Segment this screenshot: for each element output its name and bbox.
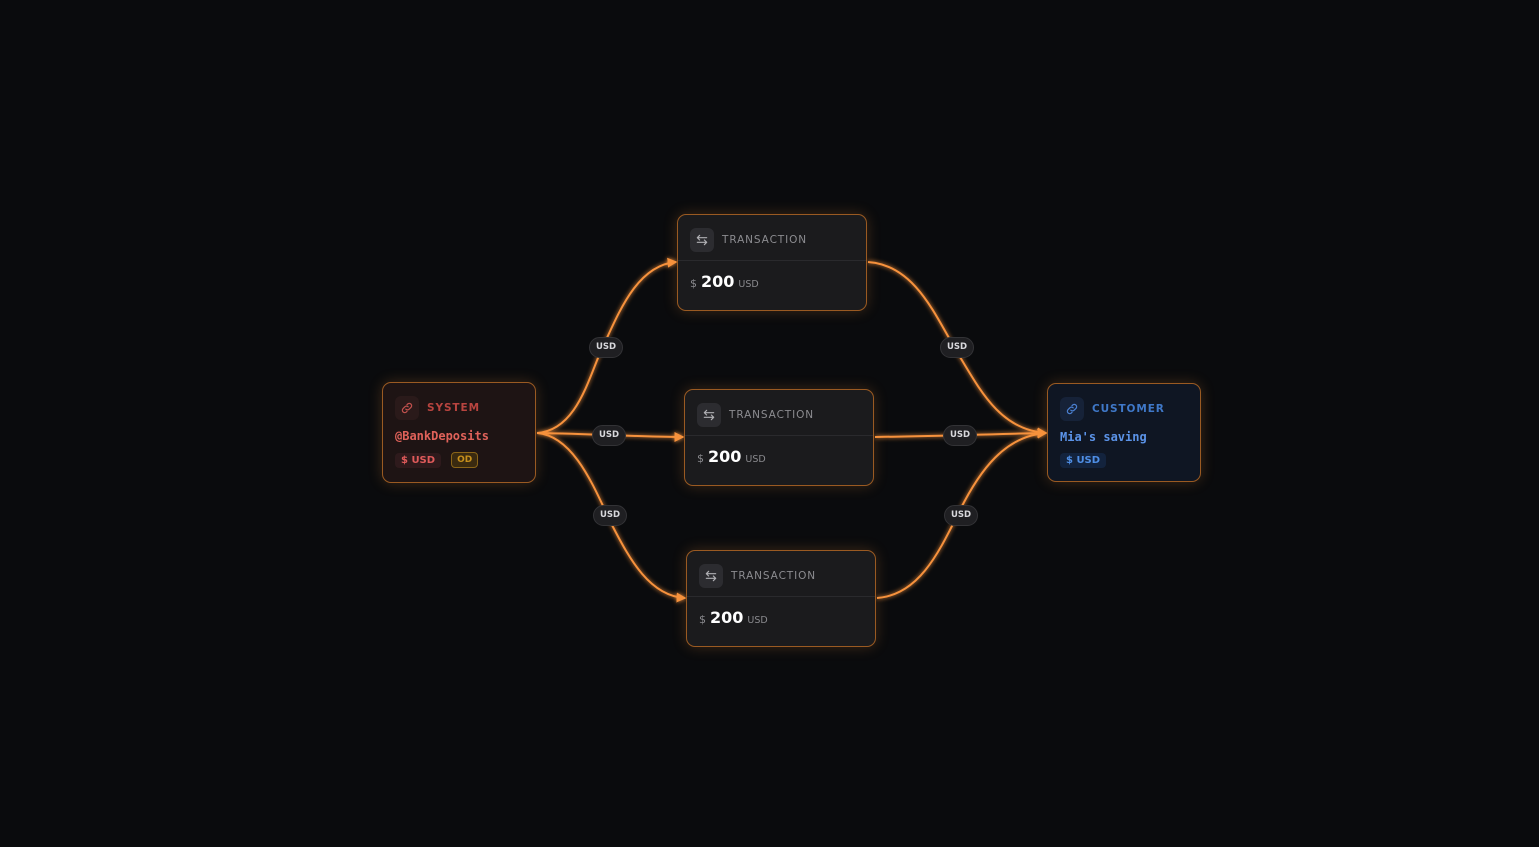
swap-arrows-icon <box>697 403 721 427</box>
swap-arrows-icon <box>699 564 723 588</box>
transaction-unit: USD <box>745 454 766 465</box>
transaction-node-3[interactable]: TRANSACTION $ 200 USD <box>686 550 876 647</box>
transaction-node-1[interactable]: TRANSACTION $ 200 USD <box>677 214 867 311</box>
link-icon <box>395 396 419 420</box>
edge-label-system-tx2[interactable]: USD <box>592 424 626 446</box>
edge-label-tx3-customer[interactable]: USD <box>944 504 978 526</box>
transaction-node-2[interactable]: TRANSACTION $ 200 USD <box>684 389 874 486</box>
customer-account-name: Mia's saving <box>1060 430 1147 444</box>
transaction-title: TRANSACTION <box>722 234 808 246</box>
edge-label-tx2-customer[interactable]: USD <box>943 424 977 446</box>
edge-label-system-tx1[interactable]: USD <box>589 336 623 358</box>
system-account-node[interactable]: SYSTEM @BankDeposits $ USD OD <box>382 382 536 483</box>
currency-symbol: $ <box>697 452 704 465</box>
swap-arrows-icon <box>690 228 714 252</box>
system-account-name: @BankDeposits <box>395 429 489 443</box>
transaction-amount: 200 <box>701 272 735 291</box>
currency-symbol: $ <box>690 277 697 290</box>
system-account-currency: $ USD <box>395 452 442 468</box>
customer-account-node[interactable]: CUSTOMER Mia's saving $ USD <box>1047 383 1201 482</box>
system-account-kind: SYSTEM <box>427 402 480 414</box>
transaction-amount: 200 <box>708 447 742 466</box>
transaction-amount: 200 <box>710 608 744 627</box>
transaction-title: TRANSACTION <box>729 409 815 421</box>
edge-label-system-tx3[interactable]: USD <box>593 504 627 526</box>
transaction-title: TRANSACTION <box>731 570 817 582</box>
transaction-unit: USD <box>738 279 759 290</box>
overdraft-badge: OD <box>451 452 479 468</box>
customer-account-kind: CUSTOMER <box>1092 403 1165 415</box>
link-icon <box>1060 397 1084 421</box>
currency-symbol: $ <box>699 613 706 626</box>
edge-label-tx1-customer[interactable]: USD <box>940 336 974 358</box>
transaction-unit: USD <box>747 615 768 626</box>
customer-account-currency: $ USD <box>1060 453 1107 468</box>
